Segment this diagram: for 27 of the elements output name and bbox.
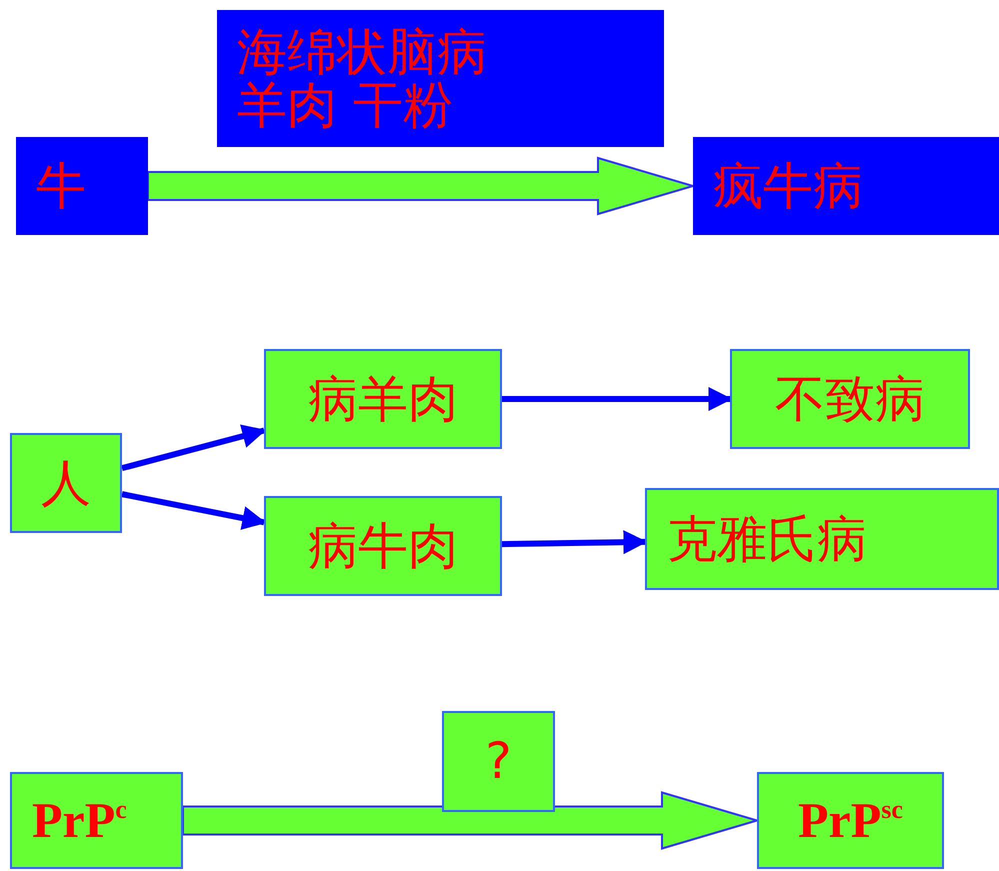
process-box bbox=[264, 496, 502, 596]
box-label: 疯牛病 bbox=[713, 160, 863, 212]
process-box bbox=[217, 10, 664, 147]
box-label: 不致病 bbox=[775, 372, 925, 426]
arrow bbox=[502, 387, 732, 411]
process-box bbox=[693, 137, 999, 235]
box-label: 克雅氏病 bbox=[667, 512, 867, 566]
process-box bbox=[10, 433, 122, 533]
box-label: PrP$^{sc}$ bbox=[798, 794, 903, 847]
box-label: ? bbox=[485, 735, 512, 788]
process-box bbox=[16, 137, 148, 235]
arrow bbox=[121, 424, 266, 472]
process-box bbox=[442, 711, 555, 812]
process-box bbox=[264, 349, 502, 449]
arrow bbox=[502, 530, 648, 554]
box-label: 羊肉 干粉 bbox=[237, 78, 453, 131]
arrow bbox=[121, 491, 266, 530]
box-label: 海绵状脑病 bbox=[237, 26, 487, 78]
box-label: 人 bbox=[41, 456, 91, 510]
process-box bbox=[645, 488, 999, 590]
box-label: 病羊肉 bbox=[308, 372, 458, 426]
box-label: 牛 bbox=[36, 160, 86, 212]
process-box bbox=[757, 772, 944, 869]
process-box bbox=[10, 772, 183, 869]
box-label: PrP$^{c}$ bbox=[32, 794, 127, 847]
box-label: 病牛肉 bbox=[308, 520, 458, 572]
process-box bbox=[730, 349, 970, 449]
